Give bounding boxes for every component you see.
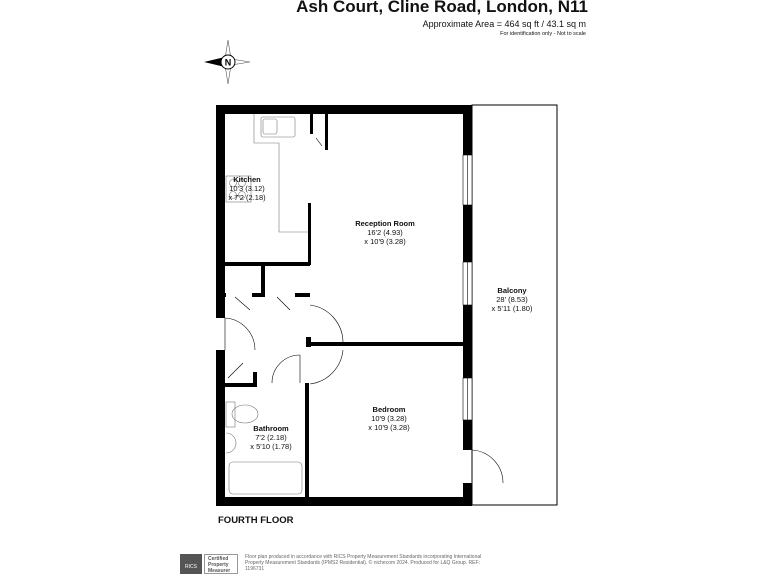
windows	[462, 154, 473, 421]
bathroom-fixtures	[225, 401, 303, 495]
compass-label: N	[225, 58, 232, 68]
floor-label: FOURTH FLOOR	[218, 515, 294, 526]
disclaimer: For identification only - Not to scale	[500, 31, 586, 37]
kitchen-fixtures	[225, 114, 308, 233]
property-title: Ash Court, Cline Road, London, N11	[296, 0, 588, 16]
doors	[224, 137, 504, 484]
footer-disclaimer: Floor plan produced in accordance with R…	[245, 554, 482, 573]
walls	[216, 105, 472, 506]
approximate-area: Approximate Area = 464 sq ft / 43.1 sq m	[422, 19, 586, 29]
compass-icon: N	[204, 39, 251, 85]
rics-logo: RICS	[180, 554, 202, 574]
